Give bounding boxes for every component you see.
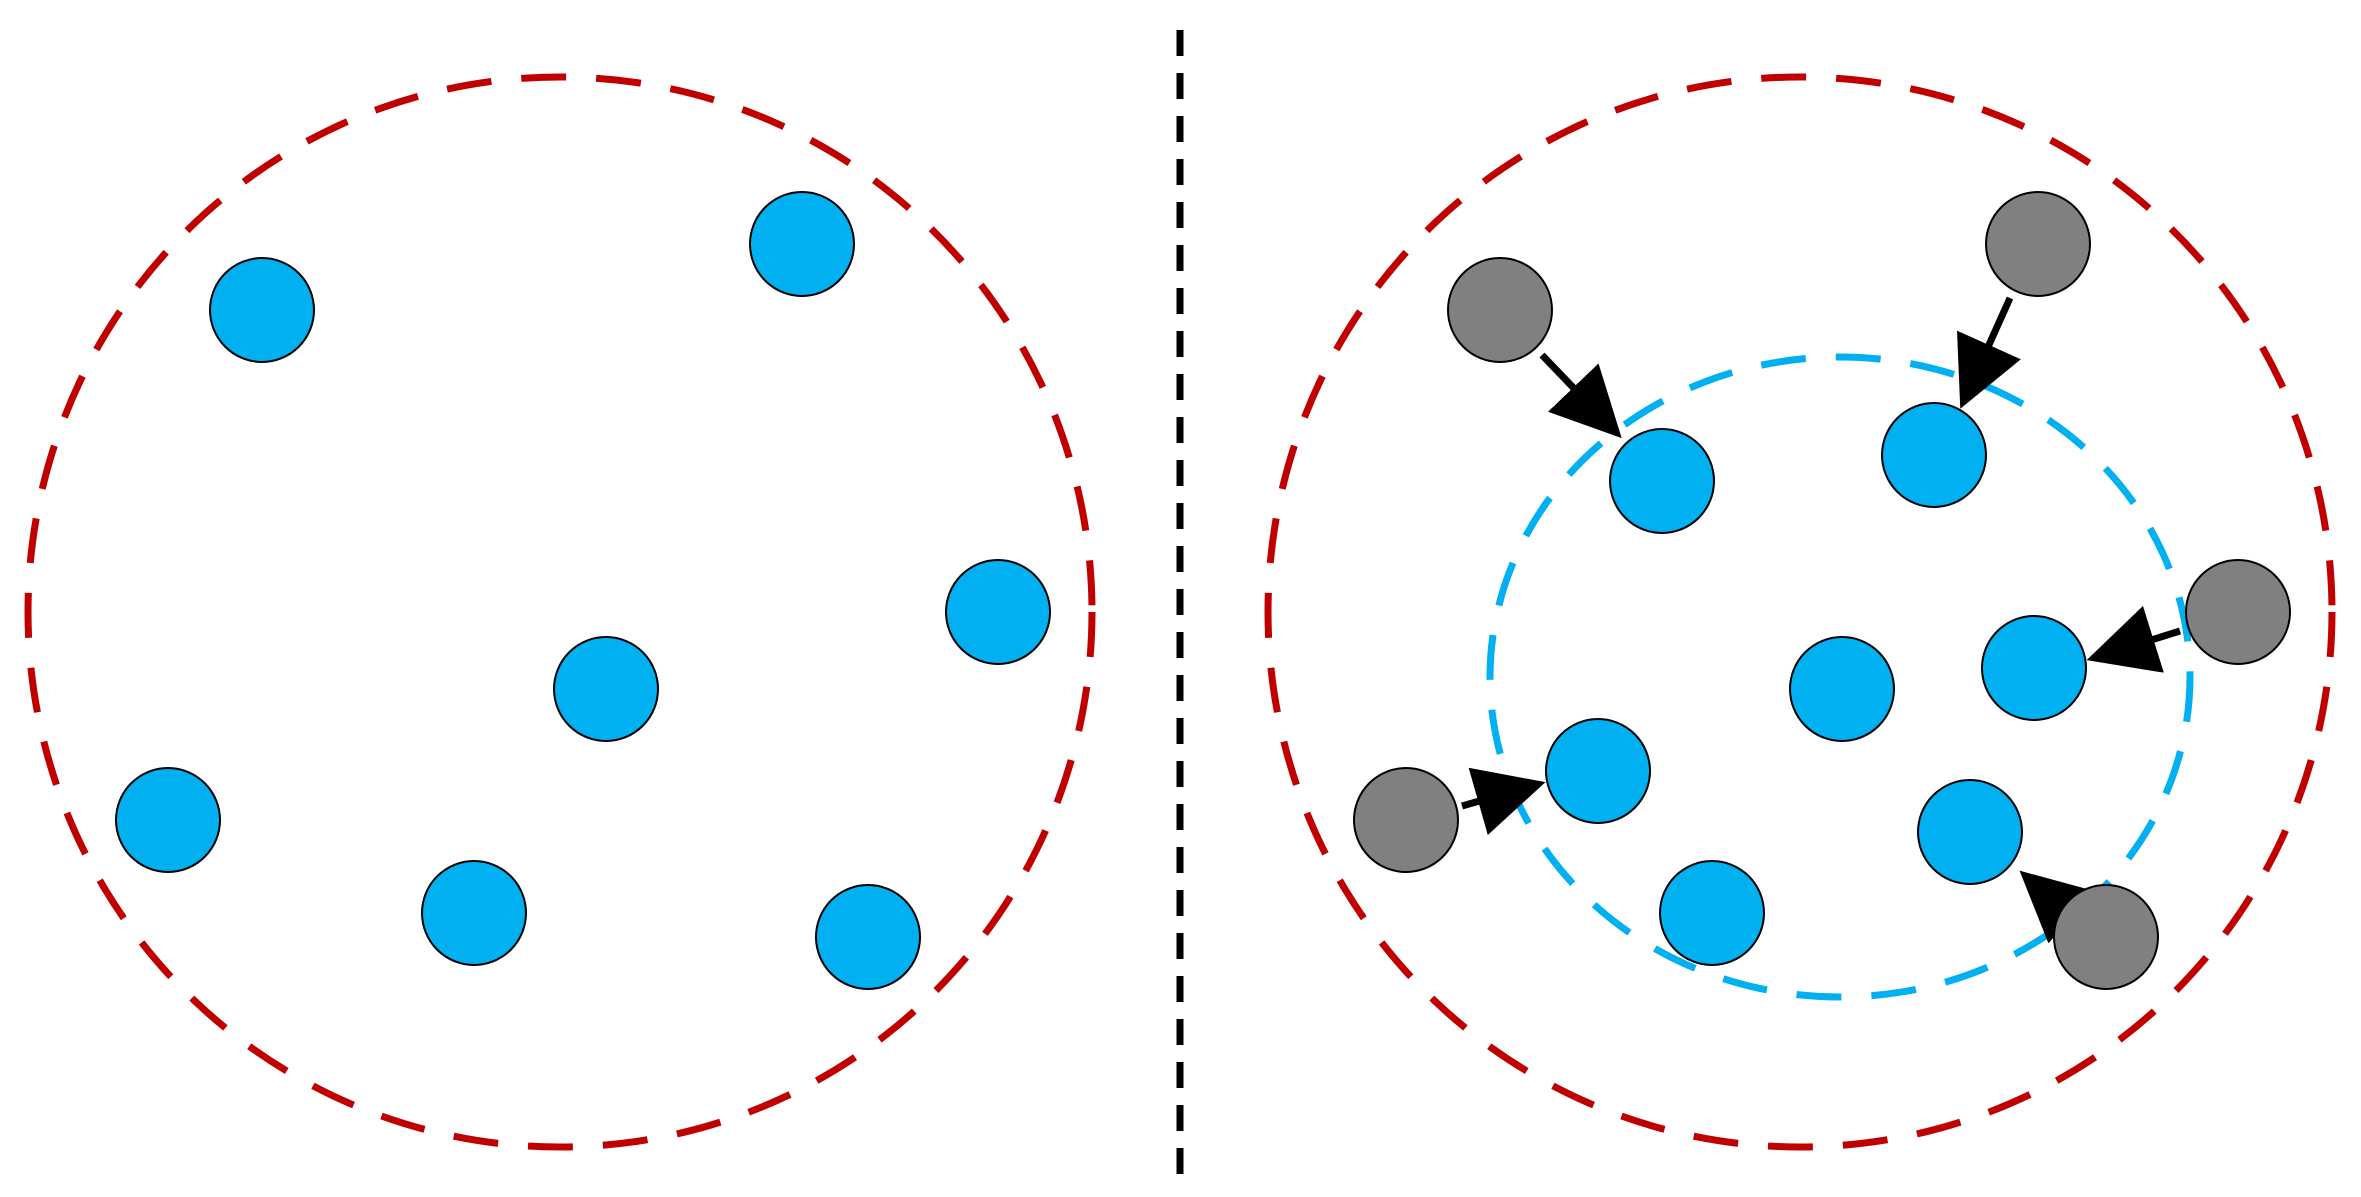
right-panel bbox=[1264, 73, 2336, 1151]
right-inner-boundary bbox=[1486, 353, 2194, 1001]
right-blue-node bbox=[1917, 779, 2023, 885]
right-blue-node bbox=[1609, 428, 1715, 534]
left-blue-node bbox=[749, 191, 855, 297]
right-gray-node bbox=[2053, 884, 2159, 990]
right-gray-node bbox=[2185, 559, 2291, 665]
arrow bbox=[2019, 870, 2096, 944]
left-blue-node bbox=[815, 884, 921, 990]
right-blue-node bbox=[1545, 718, 1651, 824]
right-blue-node bbox=[1881, 402, 1987, 508]
left-blue-node bbox=[115, 767, 221, 873]
right-gray-node bbox=[1985, 191, 2091, 297]
left-outer-boundary bbox=[24, 73, 1096, 1151]
arrow bbox=[1957, 296, 2021, 409]
right-blue-node bbox=[1981, 615, 2087, 721]
right-gray-node bbox=[1447, 257, 1553, 363]
left-blue-node bbox=[421, 860, 527, 966]
left-blue-node bbox=[945, 559, 1051, 665]
right-blue-node bbox=[1789, 636, 1895, 742]
left-panel bbox=[24, 73, 1096, 1151]
right-gray-node bbox=[1353, 767, 1459, 873]
right-blue-node bbox=[1659, 860, 1765, 966]
left-blue-node bbox=[553, 636, 659, 742]
left-blue-node bbox=[209, 257, 315, 363]
right-outer-boundary bbox=[1264, 73, 2336, 1151]
arrow bbox=[2086, 605, 2182, 673]
arrow bbox=[1461, 767, 1546, 836]
arrow bbox=[1539, 352, 1622, 439]
